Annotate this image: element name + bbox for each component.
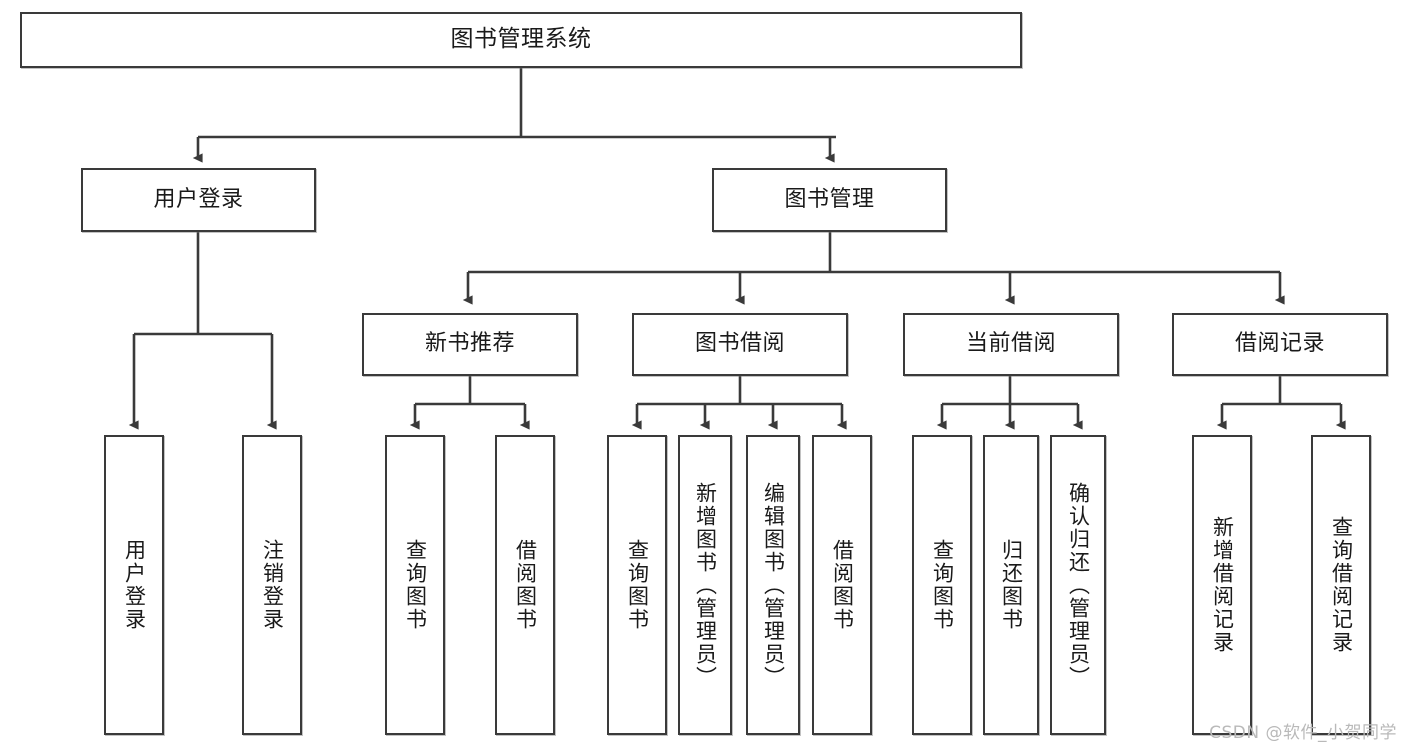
node-label: 借阅图书 [830, 539, 855, 631]
node-label: 查询图书 [930, 539, 955, 631]
leaf-confirm-return-admin[interactable]: 确认归还（管理员） [1050, 435, 1106, 735]
node-current-borrow[interactable]: 当前借阅 [903, 313, 1119, 376]
node-label: 用户登录 [122, 539, 147, 631]
node-label: 新增借阅记录 [1210, 516, 1235, 654]
leaf-query-borrow-record[interactable]: 查询借阅记录 [1311, 435, 1371, 735]
node-user-login[interactable]: 用户登录 [81, 168, 316, 232]
node-label: 用户登录 [153, 186, 244, 212]
node-label: 图书管理系统 [450, 26, 592, 53]
node-label: 图书管理 [784, 186, 875, 212]
leaf-borrow-book-recommend[interactable]: 借阅图书 [495, 435, 555, 735]
leaf-add-book-admin[interactable]: 新增图书（管理员） [678, 435, 732, 735]
node-borrow-records[interactable]: 借阅记录 [1172, 313, 1388, 376]
leaf-return-book[interactable]: 归还图书 [983, 435, 1039, 735]
node-new-book-recommend[interactable]: 新书推荐 [362, 313, 578, 376]
watermark-csdn: CSDN @软件_小贺同学 [1209, 723, 1397, 743]
leaf-logout[interactable]: 注销登录 [242, 435, 302, 735]
leaf-edit-book-admin[interactable]: 编辑图书（管理员） [746, 435, 800, 735]
node-label: 查询图书 [625, 539, 650, 631]
leaf-query-book-current[interactable]: 查询图书 [912, 435, 972, 735]
node-label: 新增图书（管理员） [693, 481, 718, 689]
node-book-management[interactable]: 图书管理 [712, 168, 947, 232]
leaf-add-borrow-record[interactable]: 新增借阅记录 [1192, 435, 1252, 735]
node-label: 图书借阅 [694, 331, 785, 357]
node-label: 查询图书 [403, 539, 428, 631]
node-book-borrow[interactable]: 图书借阅 [632, 313, 848, 376]
leaf-query-book-recommend[interactable]: 查询图书 [385, 435, 445, 735]
node-label: 借阅记录 [1234, 331, 1325, 357]
node-label: 新书推荐 [424, 331, 515, 357]
leaf-user-login[interactable]: 用户登录 [104, 435, 164, 735]
node-label: 注销登录 [260, 539, 285, 631]
node-label: 借阅图书 [513, 539, 538, 631]
leaf-query-book-borrow[interactable]: 查询图书 [607, 435, 667, 735]
node-label: 查询借阅记录 [1329, 516, 1354, 654]
node-root-book-management-system[interactable]: 图书管理系统 [20, 12, 1022, 68]
node-label: 编辑图书（管理员） [761, 481, 786, 689]
node-label: 确认归还（管理员） [1066, 481, 1091, 689]
node-label: 当前借阅 [965, 331, 1056, 357]
node-label: 归还图书 [999, 539, 1024, 631]
leaf-borrow-book[interactable]: 借阅图书 [812, 435, 872, 735]
